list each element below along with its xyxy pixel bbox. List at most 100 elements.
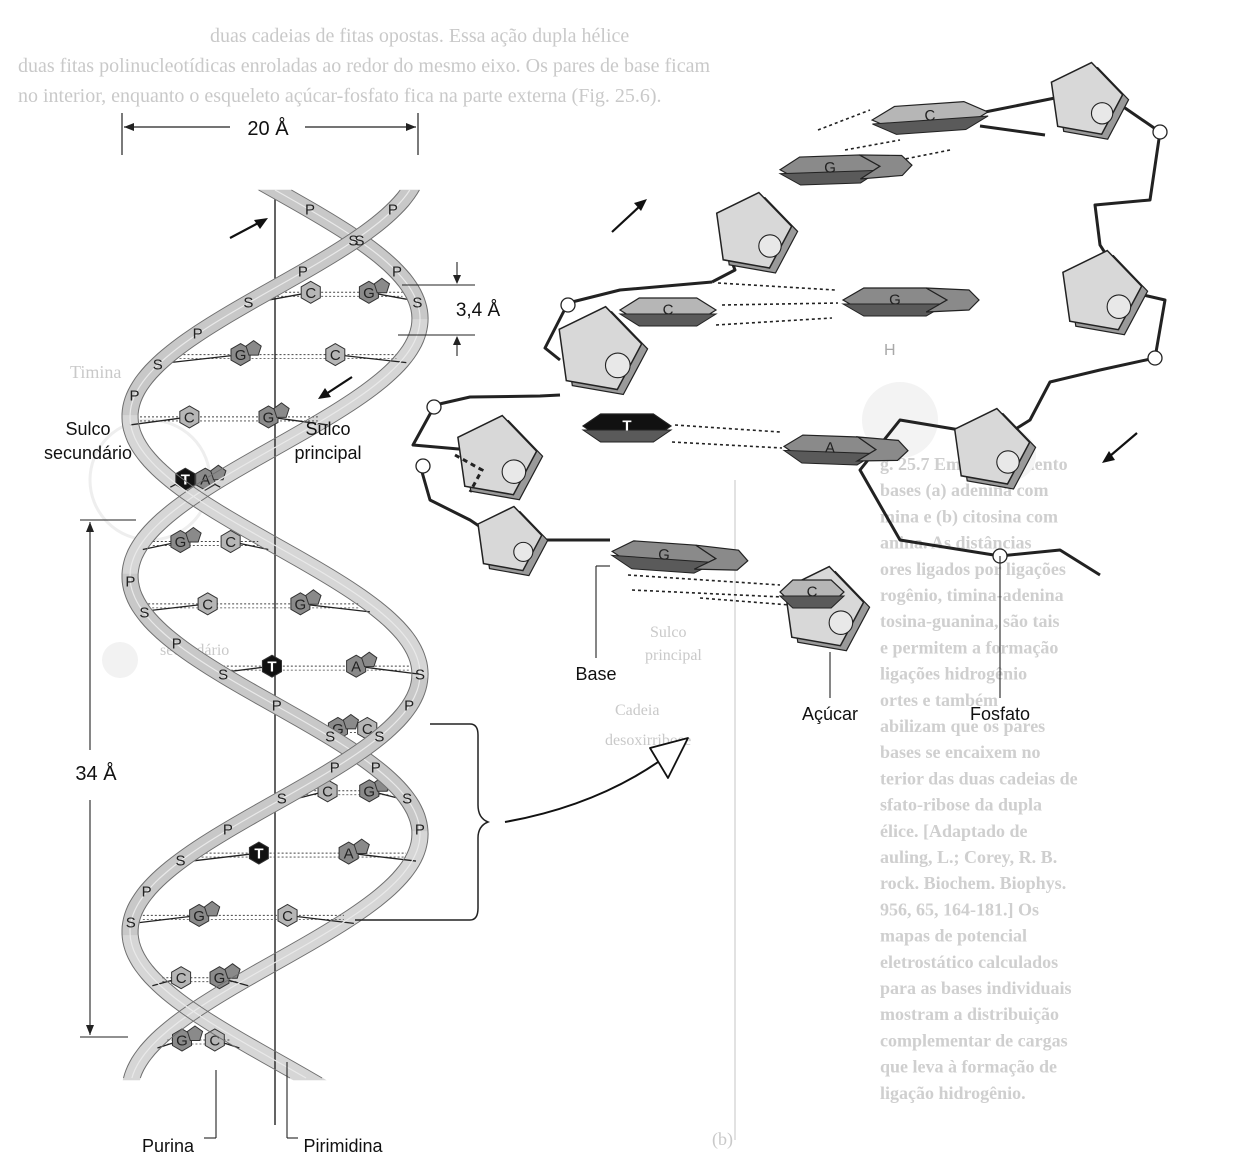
backbone-letter: S [374,729,384,746]
purine-ring-G [306,590,321,605]
backbone-bond [980,126,1045,135]
base-callout: Base [575,566,616,684]
pyrimidine-label: Pirimidina [303,1136,383,1156]
backbone-letter: S [415,667,425,684]
purine-ring-A [362,652,377,666]
bg-caption-line: eletrostático calculados [880,952,1058,972]
detail-hydrogen-bond [845,140,900,150]
base-letter-T: T [181,472,190,489]
backbone-letter: S [176,853,186,870]
detail-hydrogen-bond [900,150,950,160]
sugar-oxygen [502,460,526,484]
purine-ring-G [186,528,201,543]
backbone-letter: P [172,636,182,653]
purine-ring-G [187,1026,202,1041]
base-letter-G: G [193,908,205,925]
strand-segment [123,1078,140,1080]
base-letter-C: C [176,970,187,987]
base-letter-C: C [305,285,316,302]
detail-letter-C: C [663,302,674,319]
phosphate-atom [416,459,430,473]
bg-caption-line: ores ligados por ligações [880,559,1066,579]
base-letter-C: C [202,596,213,613]
base-letter-C: C [282,908,293,925]
phosphate-label: Fosfato [970,704,1030,724]
backbone-letter: P [125,574,135,591]
bg-caption-line: rock. Biochem. Biophys. [880,873,1066,893]
cap-label: H [884,342,896,359]
bg-caption-line: élice. [Adaptado de [880,821,1028,841]
strand-edge [138,190,428,1078]
backbone-letter: P [130,388,140,405]
bg-thymine-fragment: Timina [70,362,121,382]
base-letter-G: G [263,409,275,426]
detail-hydrogen-bond [716,318,832,325]
base-letter-C: C [225,534,236,551]
detail-letter-C: C [924,107,936,125]
bg-caption-line: ligações hidrogênio [880,664,1027,684]
sugar-oxygen [829,611,853,635]
bg-caption-line: complementar de cargas [880,1030,1068,1050]
detail-base-C: C [620,298,716,326]
purine-ring-G [274,403,289,418]
bg-caption-line: rogênio, timina-adenina [880,585,1064,605]
sugar-oxygen [605,353,630,378]
sugar-oxygen [1107,295,1131,319]
backbone-letter: P [415,822,425,839]
base-letter-C: C [330,347,341,364]
detail-base-C: C [871,100,989,136]
base-letter-A: A [344,846,354,863]
bg-caption-line: e permitem a formação [880,637,1058,657]
detail-letter-C: C [807,584,818,601]
detail-base-G: G [843,288,979,316]
bg-major-fragment-1: Sulco [650,624,686,641]
major-groove-label-2: principal [294,443,361,463]
backbone-letter: P [305,202,315,219]
backbone-letter: S [126,915,136,932]
detail-letter-A: A [825,439,836,456]
bg-major-fragment-2: principal [645,647,702,664]
rise-label: 3,4 Å [456,300,501,321]
backbone-letter: P [193,326,203,343]
base-letter-G: G [175,534,187,551]
base-letter-G: G [235,347,247,364]
backbone-letter: P [371,760,381,777]
backbone-letter: P [298,264,308,281]
detail-hydrogen-bond [722,303,838,305]
bg-caption-line: bases (a) adenina com [880,480,1049,501]
detail-arrow-upper [612,199,647,232]
detail-hydrogen-bond [632,590,782,597]
phosphate-atom [561,298,575,312]
detail-letter-T: T [622,418,631,435]
base-letter-T: T [267,659,276,676]
bg-chain-fragment-1: Cadeia [615,702,659,719]
base-letter-T: T [254,846,263,863]
detail-letter-G: G [889,292,901,309]
sugar-oxygen [514,542,533,561]
strand-edge [138,190,428,1078]
detail-base-G: G [780,153,913,186]
bg-caption-line: mapas de potencial [880,926,1027,946]
width-dimension: 20 Å [122,113,418,155]
bg-caption-line: tosina-guanina, são tais [880,611,1060,631]
bg-top-line-1: duas cadeias de fitas opostas. Essa ação… [210,25,629,47]
phosphate-atom [1153,125,1167,139]
bg-caption-line: mina e (b) citosina com [880,506,1058,527]
bg-top-line-3: no interior, enquanto o esqueleto açúcar… [18,85,662,107]
detail-base-G: G [611,539,749,576]
sugar-oxygen [997,451,1019,473]
bg-caption-line: terior das duas cadeias de [880,768,1078,788]
detail-arrow-lower [1102,433,1137,463]
bg-top-line-2: duas fitas polinucleotídicas enroladas a… [18,55,710,77]
bg-caption-line: que leva à formação de [880,1057,1057,1077]
base-letter-G: G [295,596,307,613]
detail-hydrogen-bond [818,110,870,130]
backbone-letter: S [277,791,287,808]
phosphate-atom [1148,351,1162,365]
purine-ring-G [343,715,358,729]
detail-base-T: T [583,414,671,442]
detail-letter-G: G [658,546,671,564]
phosphate-atom [427,400,441,414]
backbone-letter: S [153,357,163,374]
